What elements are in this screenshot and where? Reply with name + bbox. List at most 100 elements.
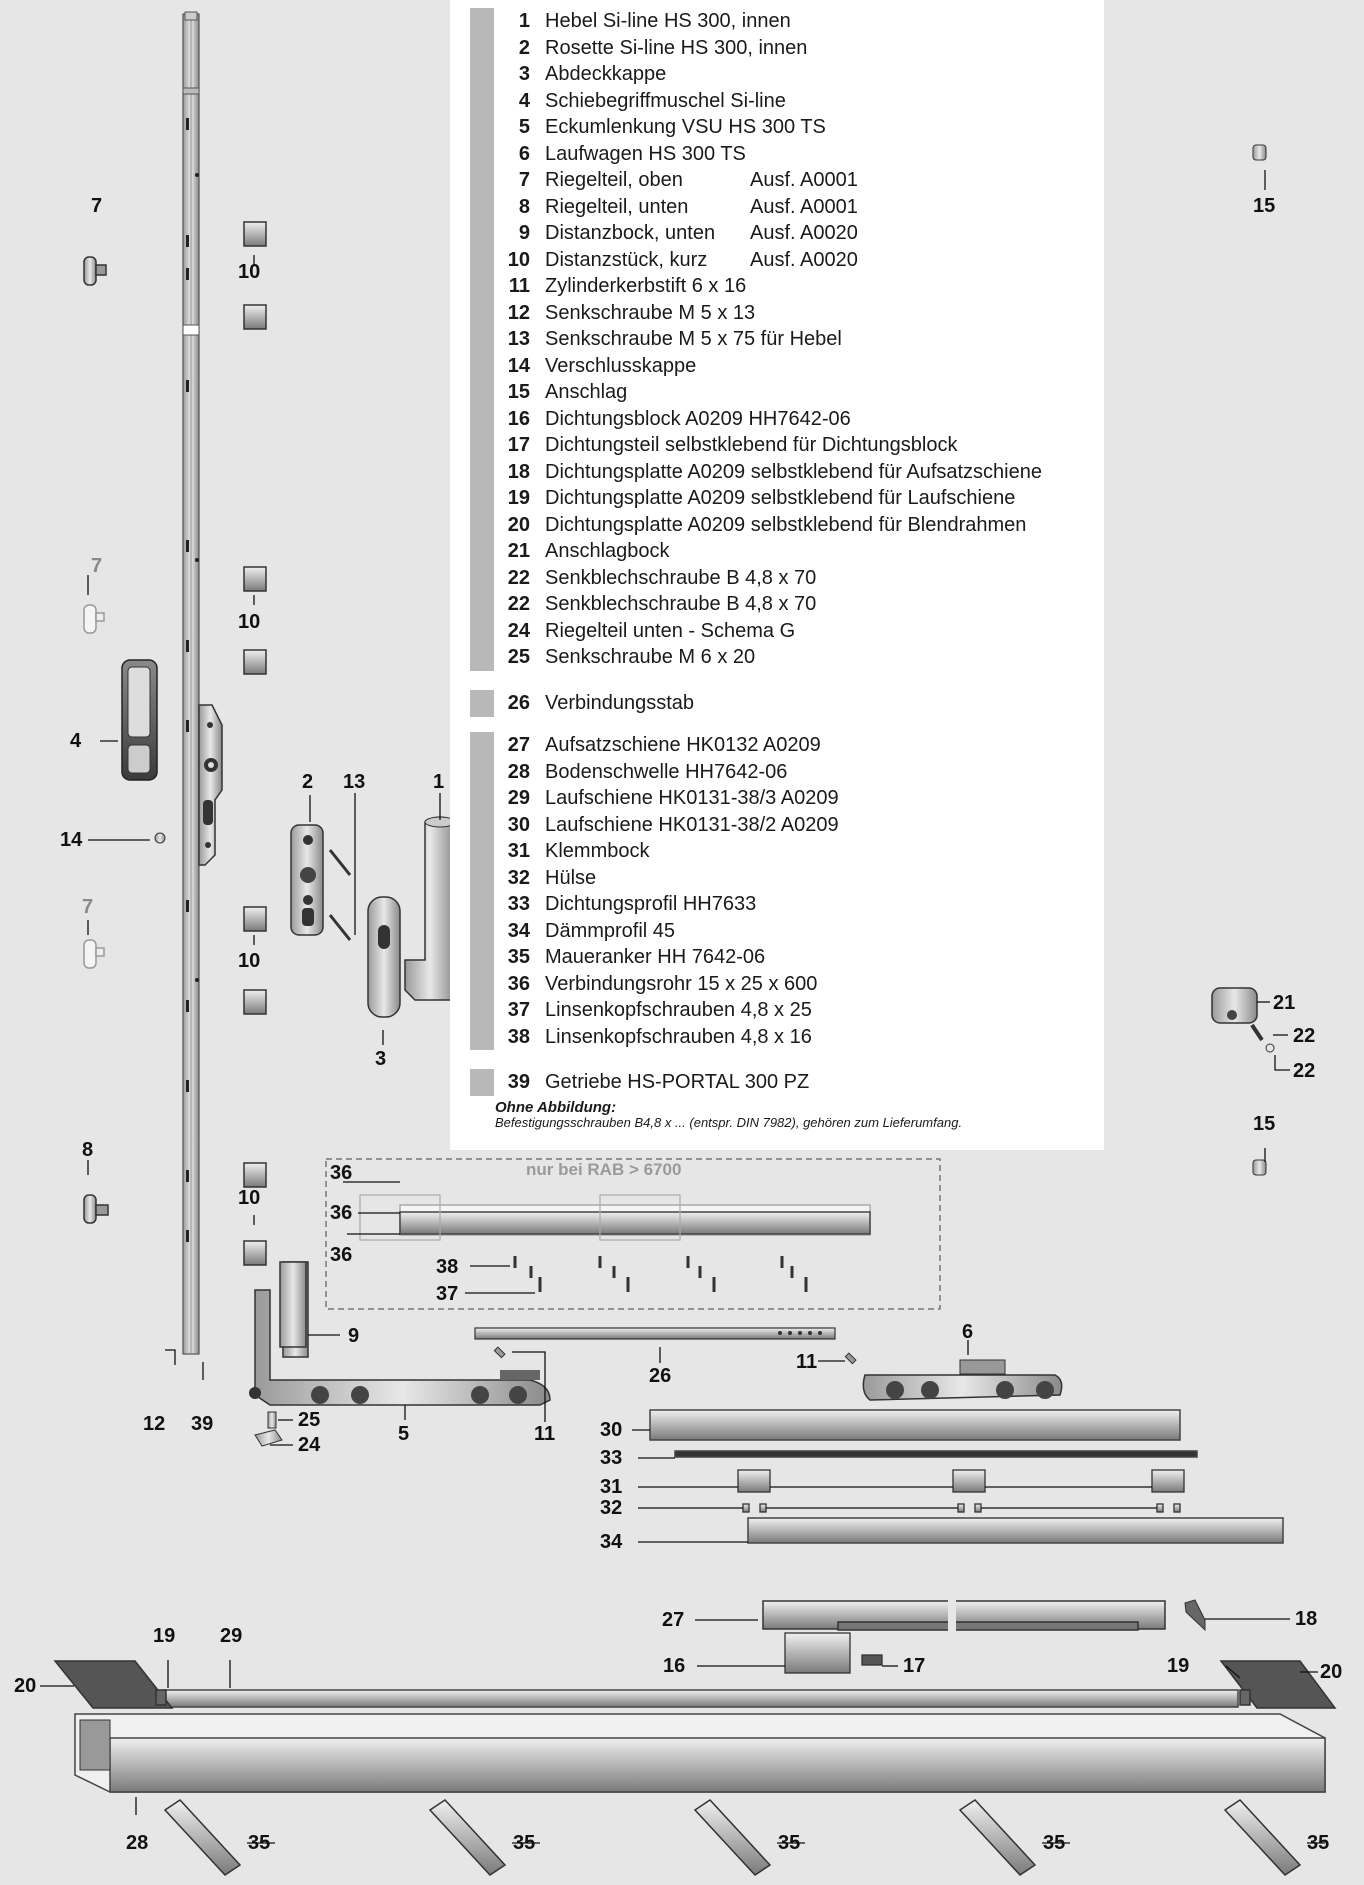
legend-description: Dichtungsplatte A0209 selbstklebend für … — [545, 460, 1042, 483]
callout-22: 22 — [1293, 1025, 1316, 1047]
legend-number: 5 — [470, 114, 538, 141]
legend-number-text: 8 — [518, 195, 530, 218]
legend-description: Bodenschwelle HH7642-06 — [545, 760, 788, 783]
callout-10: 10 — [238, 1187, 261, 1209]
callout-33: 33 — [600, 1447, 623, 1469]
callout-11: 11 — [796, 1351, 818, 1373]
legend-number-text: 1 — [518, 10, 530, 32]
legend-number: 15 — [470, 379, 538, 406]
wall-anchors — [163, 1799, 1302, 1876]
legend-variant: Ausf. A0020 — [750, 248, 858, 271]
legend-number-text: 37 — [507, 999, 530, 1021]
callout-25: 25 — [298, 1409, 321, 1431]
callout-4: 4 — [70, 730, 82, 752]
legend-number-text: 16 — [507, 407, 530, 430]
legend-number-text: 5 — [518, 116, 530, 138]
legend-number: 33 — [470, 891, 538, 918]
legend-notes: Ohne Abbildung: Befestigungsschrauben B4… — [495, 1100, 962, 1130]
callout-35: 35 — [778, 1832, 801, 1854]
callout-31: 31 — [600, 1476, 623, 1498]
legend-number-text: 28 — [507, 760, 530, 783]
legend-number-text: 17 — [507, 434, 530, 456]
legend-description: Laufschiene HK0131-38/3 A0209 — [545, 787, 839, 809]
legend-number: 34 — [470, 917, 538, 945]
legend-description: Senkschraube M 5 x 13 — [545, 301, 756, 324]
cover-cap — [367, 896, 401, 1018]
legend-number-text: 27 — [507, 734, 530, 756]
seal-plate — [1184, 1599, 1206, 1632]
callout-26: 26 — [649, 1365, 672, 1387]
legend-number: 35 — [470, 944, 538, 971]
clamp-blocks — [737, 1469, 1185, 1513]
legend-number: 19 — [470, 485, 538, 512]
legend-number-text: 22 — [507, 593, 530, 615]
legend-description: Verschlusskappe — [545, 354, 697, 377]
legend-number-text: 19 — [507, 487, 530, 509]
seal-block — [784, 1632, 883, 1674]
legend-number-text: 24 — [507, 619, 530, 642]
legend-variant: Ausf. A0020 — [750, 222, 858, 244]
legend-number-text: 29 — [507, 787, 530, 809]
legend-description: Senkschraube M 5 x 75 für Hebel — [545, 328, 842, 350]
legend-number: 27 — [470, 732, 538, 759]
legend-number-text: 33 — [507, 893, 530, 915]
legend-description: Dichtungsprofil HH7633 — [545, 893, 757, 915]
legend-number-text: 7 — [518, 169, 530, 191]
legend-description: Laufschiene HK0131-38/2 A0209 — [545, 813, 839, 836]
callout-32: 32 — [600, 1497, 623, 1519]
legend-description: Dichtungsplatte A0209 selbstklebend für … — [545, 487, 1016, 509]
callout-37: 37 — [436, 1283, 459, 1305]
legend-number: 4 — [470, 87, 538, 115]
callout-19: 19 — [1167, 1655, 1190, 1677]
legend-number: 39 — [470, 1069, 538, 1096]
legend-description: Anschlag — [545, 381, 628, 403]
legend-number-text: 26 — [507, 692, 530, 714]
legend-number-text: 20 — [507, 513, 530, 536]
screw — [267, 1411, 277, 1429]
handle-recess — [121, 659, 158, 781]
connecting-bar — [474, 1327, 836, 1340]
legend-number: 28 — [470, 758, 538, 786]
legend-number-text: 4 — [518, 89, 530, 112]
callout-9: 9 — [348, 1325, 360, 1347]
legend-number: 12 — [470, 299, 538, 327]
connecting-tubes — [359, 1194, 871, 1241]
legend-variant: Ausf. A0001 — [750, 195, 858, 218]
rosette — [290, 824, 324, 936]
legend-row: 10 Distanzstück, kurz Ausf. A0020 — [470, 246, 1090, 274]
callout-15: 15 — [1253, 1113, 1276, 1135]
callout-5: 5 — [398, 1423, 410, 1445]
legend-description: Eckumlenkung VSU HS 300 TS — [545, 116, 826, 138]
legend-number: 37 — [470, 997, 538, 1024]
legend-number: 10 — [470, 246, 538, 274]
legend-number: 16 — [470, 405, 538, 433]
legend-number: 30 — [470, 811, 538, 839]
legend-number-text: 39 — [507, 1071, 530, 1093]
callout-10: 10 — [238, 950, 261, 972]
distance-pieces — [243, 221, 267, 1266]
legend-number-text: 38 — [507, 1025, 530, 1048]
vertical-rod — [182, 11, 200, 1355]
legend-description: Distanzstück, kurz — [545, 248, 708, 271]
callout-28: 28 — [126, 1832, 149, 1854]
legend-number: 1 — [470, 8, 538, 35]
callout-35: 35 — [248, 1832, 271, 1854]
lens-screws — [513, 1256, 808, 1292]
callout-20: 20 — [14, 1675, 37, 1697]
